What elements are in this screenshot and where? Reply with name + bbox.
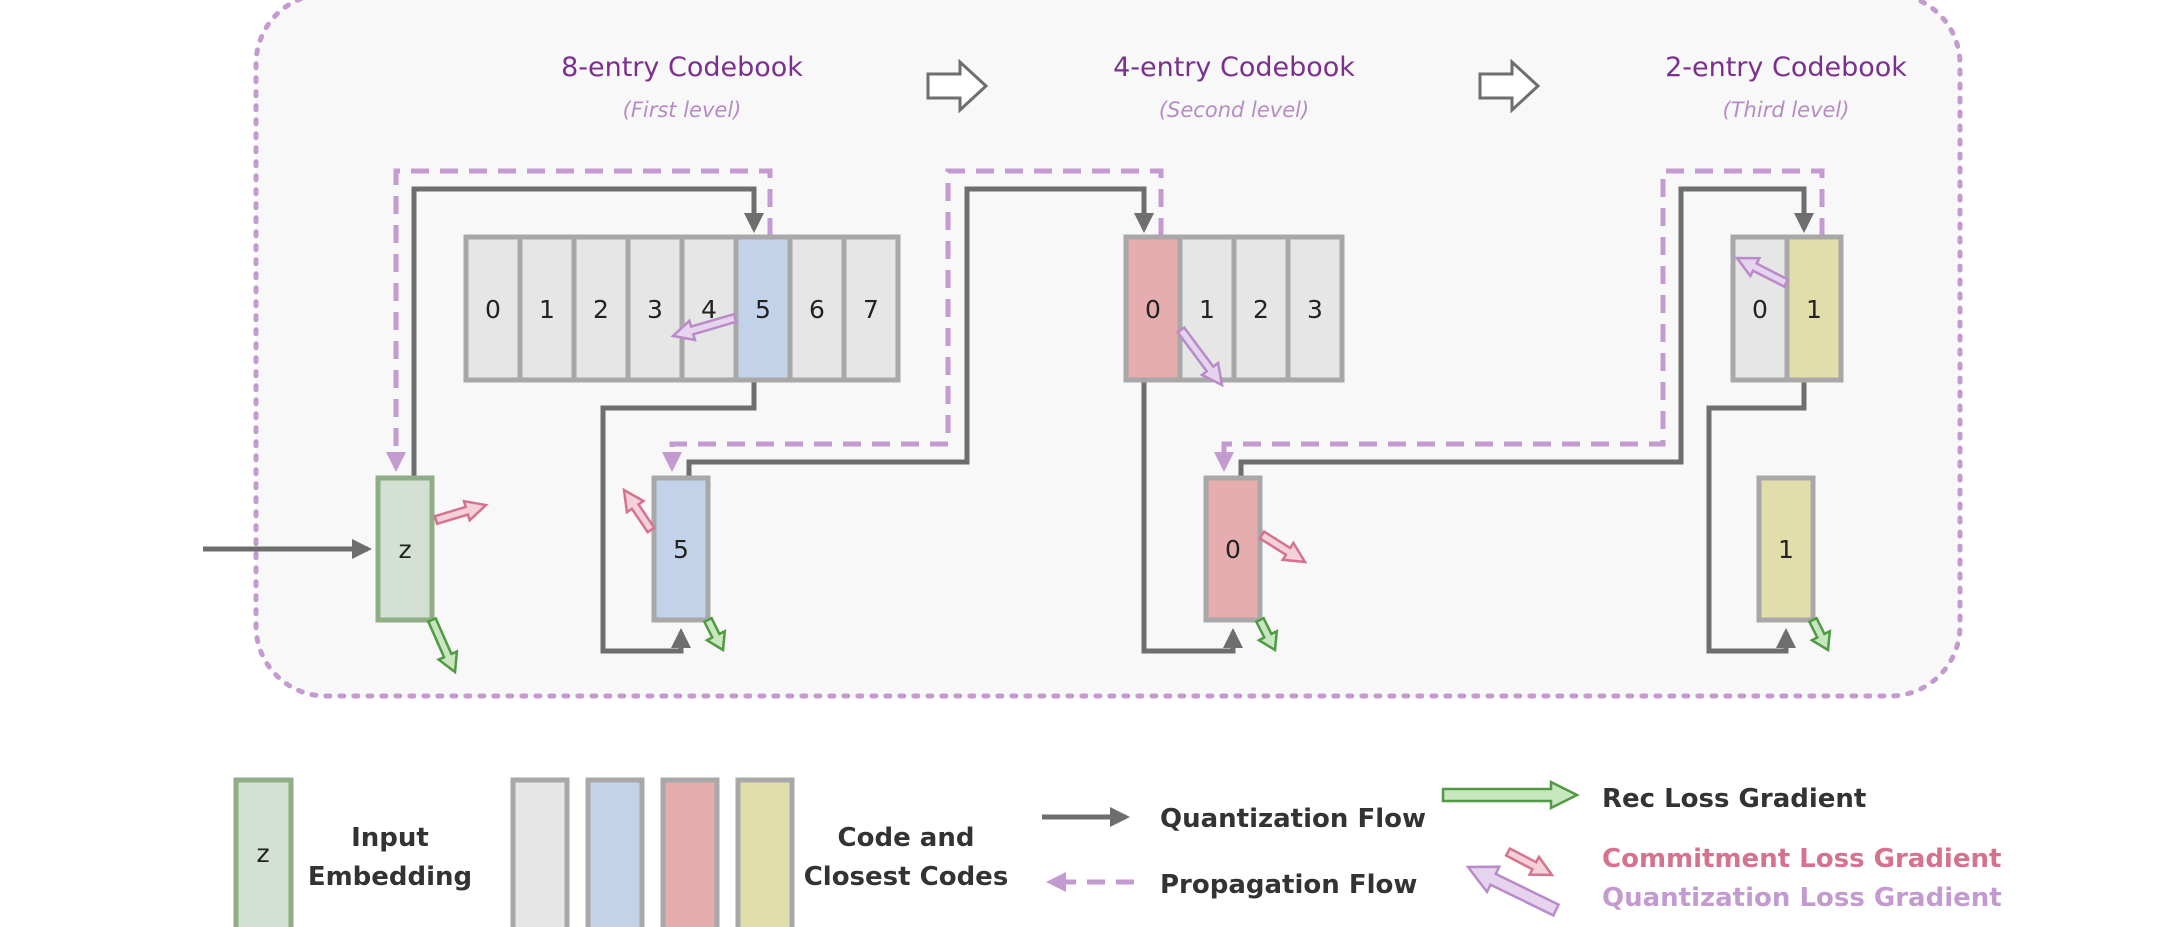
codebook1-entry [463,234,523,383]
quant-flow-2-return [1141,381,1243,654]
legend-rec-loss-arrow-icon [1441,779,1580,811]
codebook1-entry-label: 0 [485,295,501,324]
codebook3-selected-label: 1 [1806,295,1822,324]
codebook1-entry-label: 6 [809,295,825,324]
legend-code-box-pink [660,777,720,927]
commitment-gradient-arrow-icon [433,499,489,526]
legend-prop-flow-label: Propagation Flow [1160,870,1417,900]
codebook-level1: 0 1 2 3 4 6 7 5 [463,234,901,383]
legend-quant-loss-label: Quantization Loss Gradient [1602,883,2002,913]
codebook3-selected-entry [1784,234,1844,383]
legend-commit-loss-label: Commitment Loss Gradient [1602,844,2001,874]
quant-flow-1 [411,186,764,478]
level3-title: 2-entry Codebook [1665,52,1907,83]
quantization-gradient-arrow-icon [670,312,738,342]
input-embedding-label: z [398,535,411,564]
codebook1-entry [625,234,685,383]
codebook1-entry-label: 7 [863,295,879,324]
level1-subtitle: (First level) [623,98,742,122]
legend-code-label-line1: Code and [838,823,975,853]
quant-flow-2 [686,186,1154,478]
codebook1-entry-label: 3 [647,295,663,324]
legend: z Input Embedding Code and Closest Codes… [233,777,2002,927]
legend-commitment-arrow-icon [1504,846,1555,877]
propagation-path-3 [1214,168,1825,472]
level2-subtitle: (Second level) [1159,98,1309,122]
quant-flow-3 [1238,186,1814,478]
quantization-gradient-arrow-icon [1176,325,1224,388]
commitment-gradient-arrow-icon [622,487,657,534]
codebook2-entry-label: 1 [1199,295,1215,324]
codebook2-selected-entry [1123,234,1183,383]
codebook1-selected-entry [733,234,793,383]
legend-input-box-label: z [256,839,269,868]
legend-input-label-line2: Embedding [308,862,472,892]
legend-input-box [233,777,294,927]
input-embedding-box [375,475,435,623]
legend-code-box-blue [585,777,645,927]
quant-flow-1-return [600,381,757,654]
chosen-code-box-2 [1203,475,1263,623]
quant-flow-3-return [1706,381,1807,654]
gradient-arrows [426,256,1832,918]
legend-quantization-arrow-icon [1465,865,1561,918]
codebook2-selected-label: 0 [1145,295,1161,324]
level-arrow-icon-2 [1478,58,1541,114]
rec-gradient-arrow-icon [702,616,727,653]
quantization-gradient-arrow-icon [1734,256,1790,289]
legend-input-label-line1: Input [351,823,429,853]
rec-gradient-arrow-icon [426,616,459,675]
legend-quant-flow-label: Quantization Flow [1160,804,1426,834]
codebook1-entry-label: 1 [539,295,555,324]
codebook1-entry [841,234,901,383]
chosen-code-box-1 [651,475,711,623]
rec-gradient-arrow-icon [1807,616,1832,653]
propagation-path-1 [386,168,773,472]
legend-code-box-yellow [735,777,795,927]
rec-gradient-arrow-icon [1254,616,1279,653]
level3-subtitle: (Third level) [1723,98,1850,122]
chosen-code-box-3 [1756,475,1816,623]
codebook-level2: 1 2 3 0 [1123,234,1345,383]
level1-title: 8-entry Codebook [561,52,803,83]
codebook3-entry-label: 0 [1752,295,1768,324]
chosen-code-label-1: 5 [673,535,689,564]
commitment-gradient-arrow-icon [1258,529,1308,564]
chosen-code-label-2: 0 [1225,535,1241,564]
chosen-code-label-3: 1 [1778,535,1794,564]
legend-code-box-gray [510,777,570,927]
codebook1-entry-label: 2 [593,295,609,324]
codebook1-entry-label: 4 [701,295,717,324]
codebook2-entry-label: 2 [1253,295,1269,324]
codebook2-entry-label: 3 [1307,295,1323,324]
level2-title: 4-entry Codebook [1113,52,1355,83]
codebook1-selected-label: 5 [755,295,771,324]
level-arrow-icon-1 [926,58,989,114]
legend-code-label-line2: Closest Codes [804,862,1009,892]
legend-rec-loss-label: Rec Loss Gradient [1602,784,1866,814]
codebook2-entry [1285,234,1345,383]
propagation-path-2 [662,168,1164,472]
